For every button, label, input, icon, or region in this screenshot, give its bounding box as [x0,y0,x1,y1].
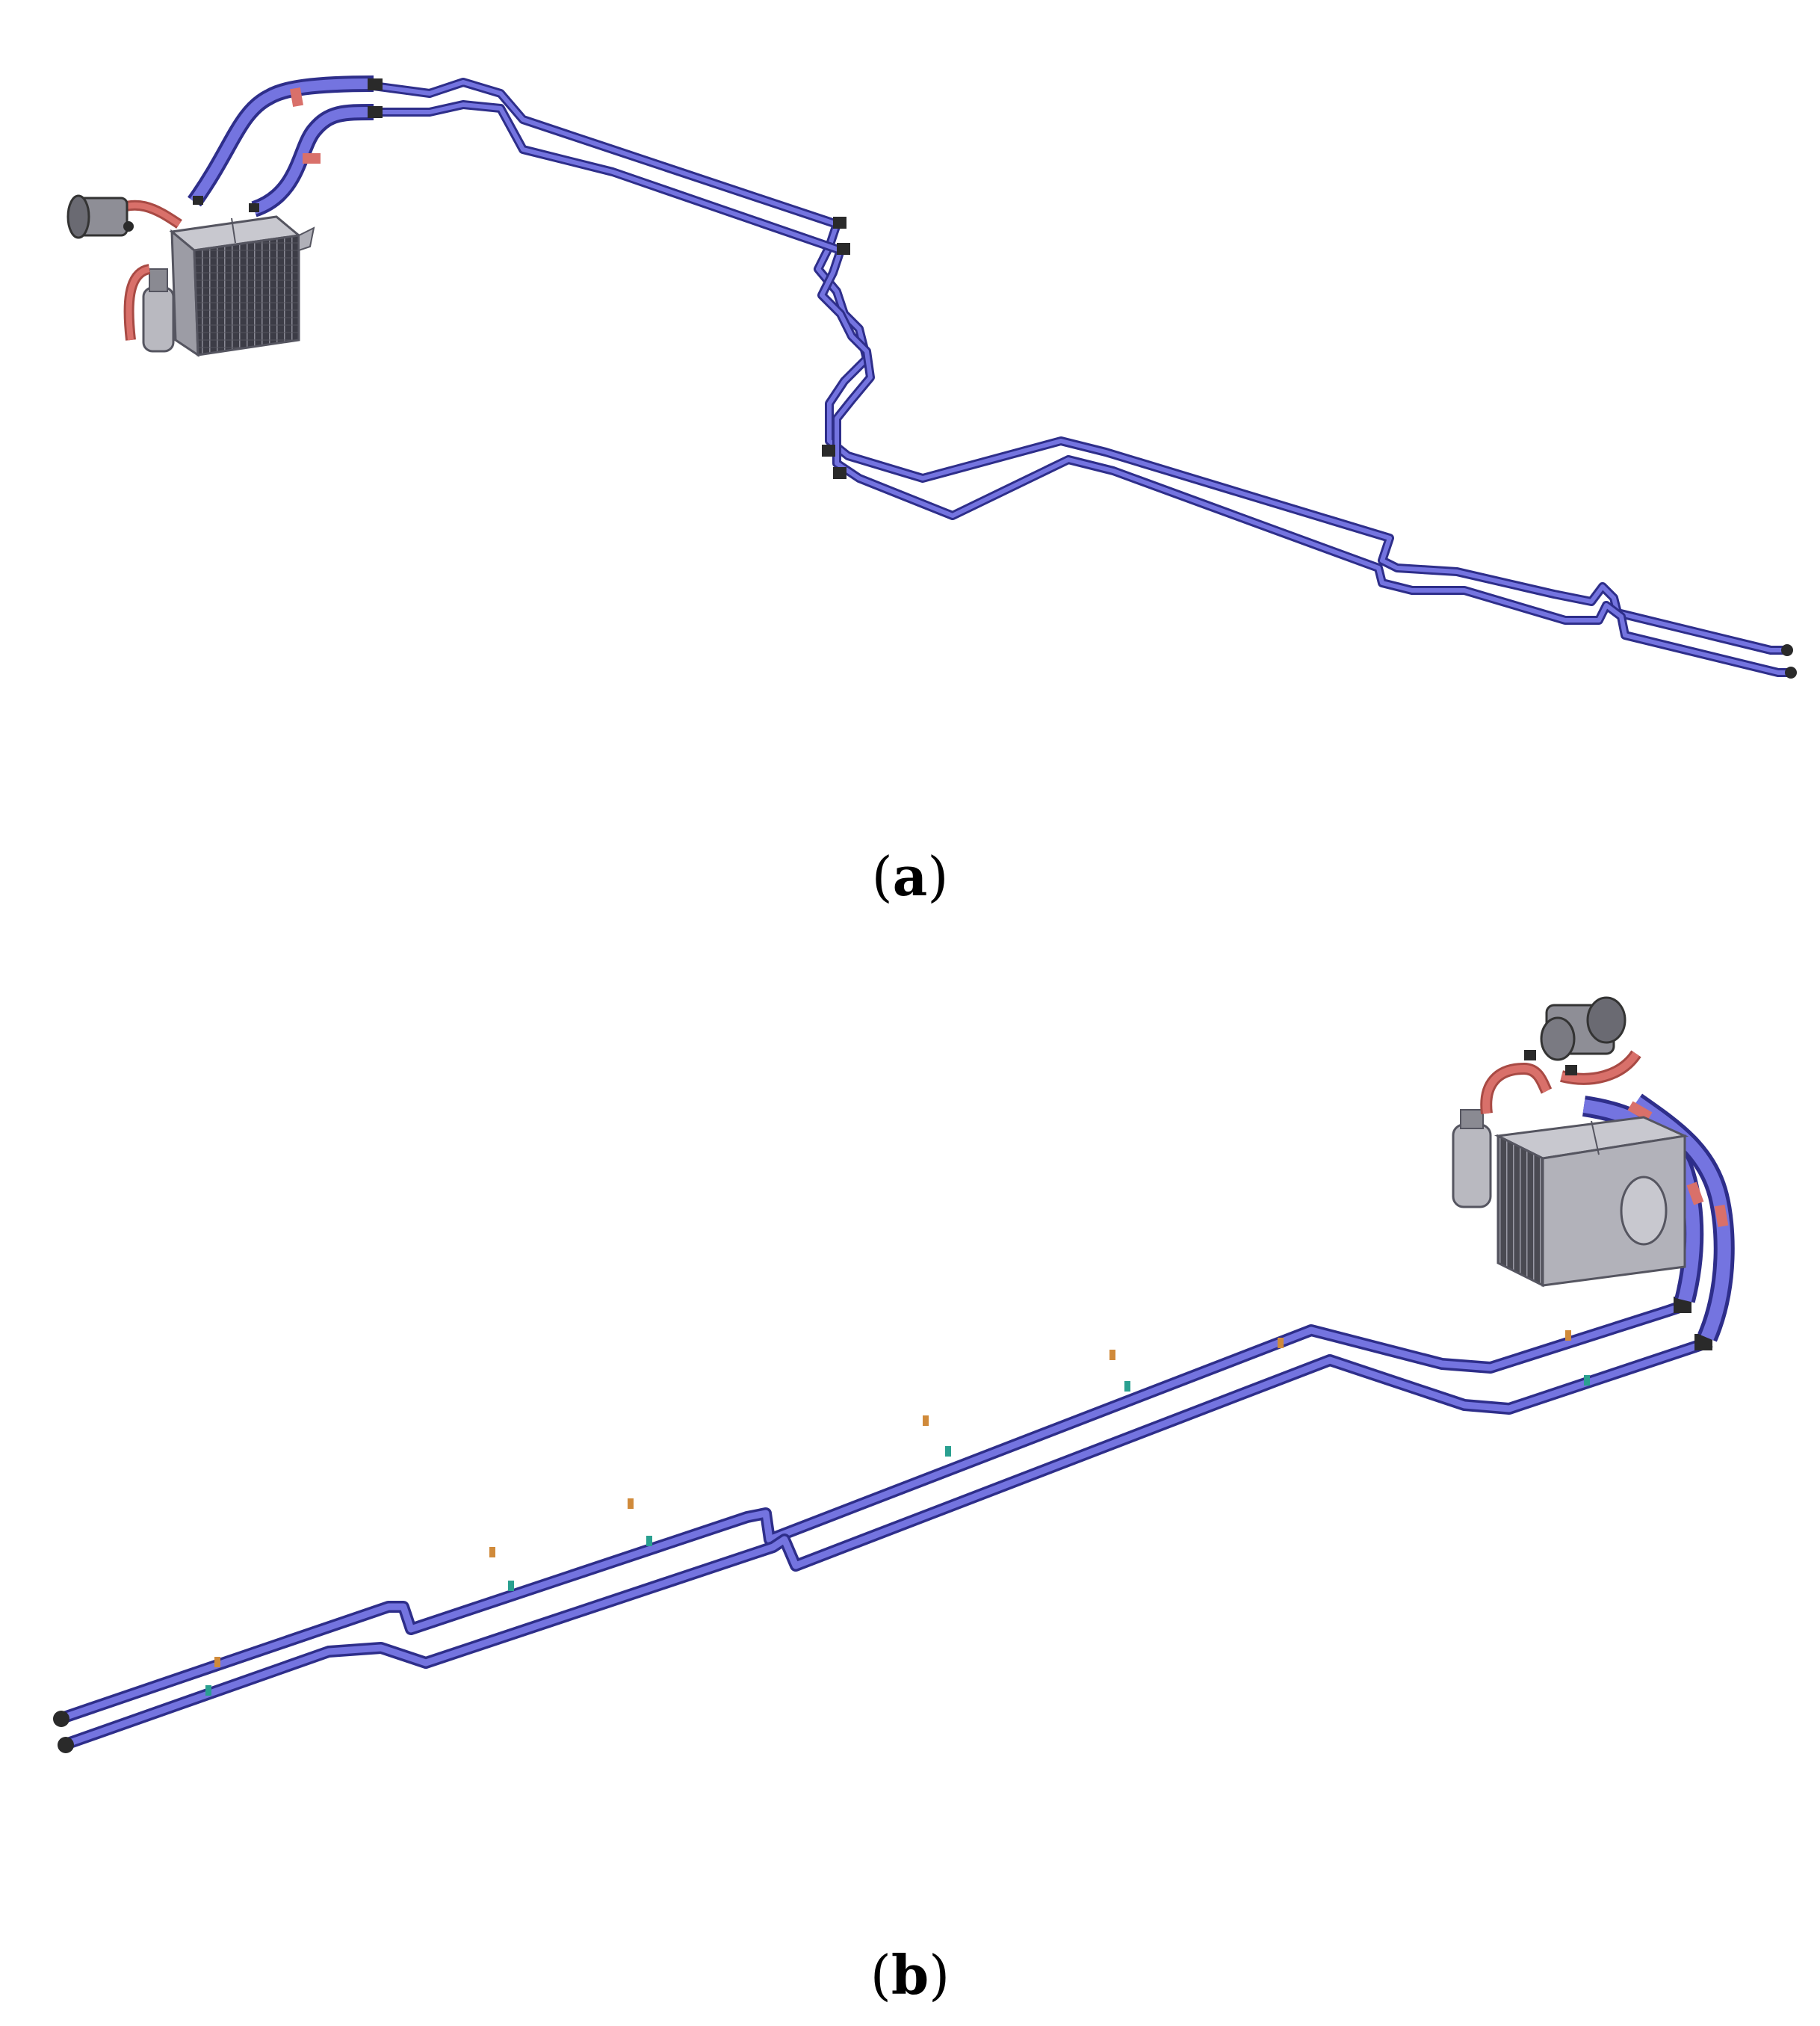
pipe-line-b2 [61,1335,1713,1751]
panel-a: (a) [0,0,1820,927]
band-markers-b [205,1330,1590,1696]
panel-b-caption: (b) [870,1943,950,2007]
panel-b-drawing [53,996,1735,1753]
pipe-line-a2 [374,100,1789,677]
pipe-line-a1 [373,78,1786,655]
compressor-b [1524,996,1626,1075]
panel-b: (b) [0,934,1820,2026]
condenser-unit-a [169,215,315,357]
panel-a-caption: (a) [871,844,949,908]
panel-a-letter: a [892,844,928,908]
compressor-a [66,194,134,239]
hose-red-b [1480,1050,1641,1114]
hose-a-lower [250,104,374,217]
receiver-drier-a [142,268,175,353]
fittings-a [193,78,1797,679]
pipe-line-b1 [58,1298,1691,1725]
panel-a-drawing [66,75,1797,679]
condenser-unit-b [1494,1116,1689,1288]
receiver-drier-b [1452,1109,1492,1208]
hose-a-upper [188,75,374,207]
panel-b-letter: b [891,1943,929,2007]
